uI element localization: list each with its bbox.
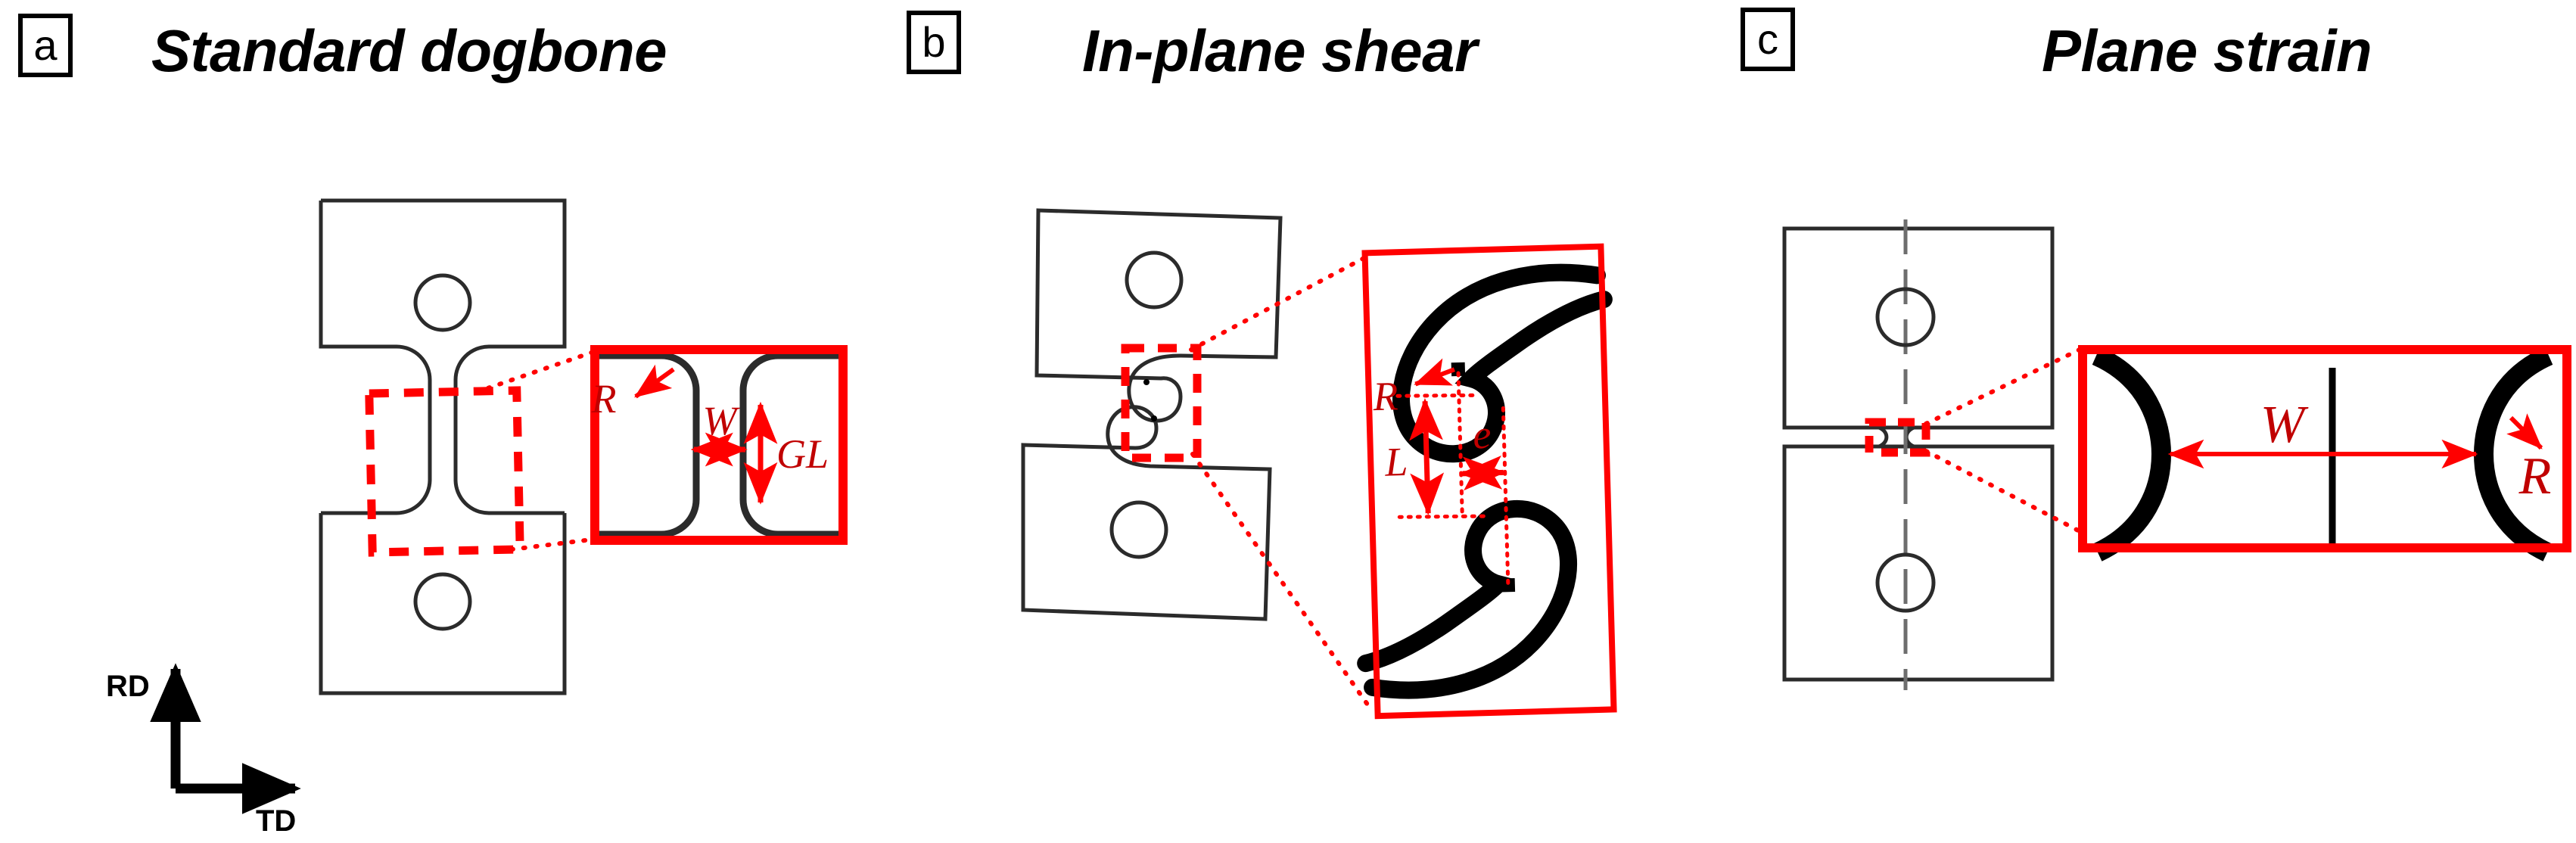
inset-b-lower-slot <box>1357 500 1577 699</box>
panel-a-selection-box <box>365 386 524 557</box>
shear-upper-hole <box>1125 250 1184 310</box>
panel-title-a: Standard dogbone <box>151 17 667 84</box>
panel-b-selection-box <box>1121 344 1202 462</box>
panel-b-leader-bottom <box>1190 452 1374 712</box>
panel-c-selection-box <box>1865 418 1930 457</box>
shear-upper-outline <box>1034 208 1283 423</box>
shear-upper-center-dot <box>1143 379 1150 385</box>
panel-a-detail-inset: R W GL <box>590 345 848 545</box>
dogbone-upper-outline <box>321 198 567 515</box>
inset-b-length-label: L <box>1383 439 1408 485</box>
panel-c-inset-frame <box>2078 345 2571 552</box>
plane-strain-upper-hole <box>1875 287 1936 347</box>
inset-a-width-label: W <box>703 398 741 443</box>
dogbone-lower-hole <box>413 572 472 631</box>
panel-tag-a-letter: a <box>33 21 58 69</box>
dogbone-upper-hole <box>413 273 472 332</box>
inset-c-radius-label: R <box>2518 447 2552 505</box>
inset-c-left-notch <box>2092 347 2172 561</box>
inset-b-upper-center-dot <box>1451 362 1466 377</box>
plane-strain-upper-outline <box>1782 226 2055 430</box>
panel-c-specimen <box>1782 219 2082 690</box>
plane-strain-lower-outline <box>1782 444 2055 682</box>
inset-b-ext-lower <box>1397 514 1488 519</box>
inset-b-lower-center-dot <box>1501 578 1516 593</box>
inset-c-radius-arrow <box>2506 413 2543 450</box>
panel-tag-a: a <box>18 14 73 77</box>
panel-b-leader-top <box>1189 252 1374 352</box>
panel-a-inset-frame <box>590 345 848 545</box>
inset-a-radius-arrow <box>634 364 675 399</box>
td-axis-label: TD <box>256 804 296 838</box>
inset-b-upper-slot <box>1392 263 1613 463</box>
plane-strain-left-notch <box>1878 425 1889 449</box>
inset-b-ext-vert-right <box>1501 406 1510 586</box>
inset-b-radius-label: R <box>1372 373 1399 419</box>
plane-strain-lower-hole <box>1875 552 1936 613</box>
inset-b-length-arrow <box>1409 398 1445 515</box>
panel-c-leader-top <box>1924 347 2082 426</box>
inset-a-gauge-label: GL <box>776 431 829 477</box>
inset-c-right-notch <box>2473 347 2553 561</box>
shear-lower-hole <box>1109 500 1168 559</box>
inset-b-ext-vert-left <box>1456 371 1464 521</box>
panel-b-inset-frame <box>1361 243 1617 720</box>
panel-c-detail-inset: W R <box>2078 345 2571 561</box>
rd-axis-label: RD <box>106 670 150 703</box>
panel-tag-b: b <box>907 11 961 74</box>
shear-lower-center-dot <box>1151 415 1157 422</box>
panel-title-b: In-plane shear <box>1082 17 1477 84</box>
panel-c-leader-bottom <box>1924 449 2082 533</box>
inset-b-eccentricity-arrow <box>1459 456 1506 491</box>
plane-strain-right-notch <box>1904 425 1915 449</box>
panel-b-specimen <box>1021 208 1374 712</box>
orientation-axes: RD TD <box>106 663 301 838</box>
panel-a-leader-bottom <box>497 537 600 553</box>
inset-b-eccentricity-label: e <box>1472 412 1492 458</box>
inset-c-width-label: W <box>2260 396 2309 454</box>
panel-a-leader-top <box>474 348 600 394</box>
panel-tag-b-letter: b <box>922 18 946 66</box>
panel-a-specimen <box>319 198 600 695</box>
panel-title-c: Plane strain <box>2042 17 2372 84</box>
inset-a-radius-label: R <box>591 376 617 422</box>
panel-tag-c-letter: c <box>1757 15 1778 63</box>
dogbone-lower-outline <box>319 513 567 695</box>
panel-b-detail-inset: R L e <box>1357 243 1617 720</box>
panel-tag-c: c <box>1741 8 1795 71</box>
dogbone-upper-outline-left <box>319 201 432 515</box>
inset-b-ext-upper <box>1395 393 1480 398</box>
inset-b-radius-arrow <box>1414 358 1455 387</box>
